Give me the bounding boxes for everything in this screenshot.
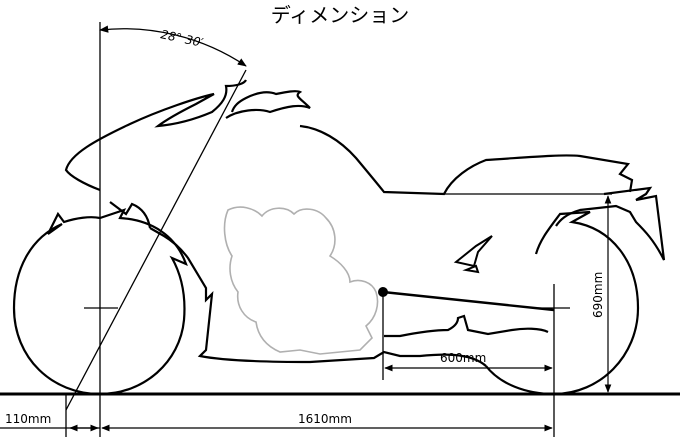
front-wheel — [12, 208, 188, 396]
wheelbase-label: 1610mm — [298, 412, 352, 426]
motorcycle-body-outline — [64, 79, 666, 367]
caster-angle-label: 28° 30′ — [159, 27, 204, 50]
seat-height-label: 690mm — [591, 272, 605, 318]
pivot-to-axle-label: 600mm — [440, 351, 486, 365]
swingarm-line — [382, 290, 555, 312]
swingarm-pivot-marker — [378, 287, 388, 297]
caster-angle-arc — [99, 25, 247, 67]
trail-label: 110mm — [5, 412, 51, 426]
engine-outline — [223, 206, 379, 355]
steering-axis-line — [65, 69, 247, 411]
side-vent-outline — [453, 235, 493, 274]
diagram-title: ディメンション — [271, 3, 410, 27]
rear-wheel — [485, 210, 640, 396]
